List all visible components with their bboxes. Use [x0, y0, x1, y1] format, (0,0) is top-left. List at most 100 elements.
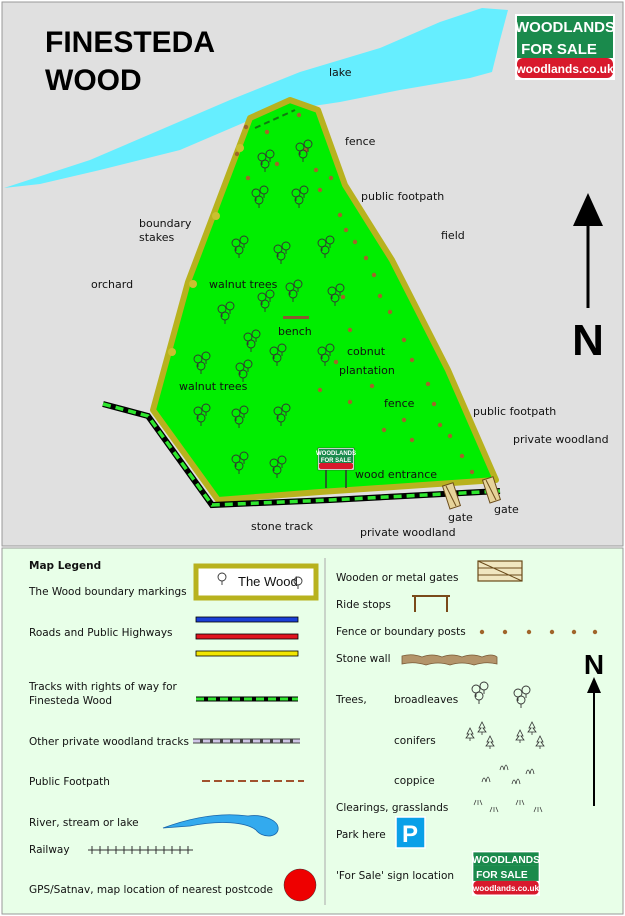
north-arrow-icon — [573, 193, 603, 308]
label-walnut-trees-2: walnut trees — [179, 380, 248, 393]
fence-post-dot — [317, 187, 323, 193]
label-orchard: orchard — [91, 278, 133, 291]
label-bench: bench — [278, 325, 312, 338]
fence-post-dot — [369, 383, 375, 389]
label-gate-2: gate — [494, 503, 519, 516]
fence-post-dot — [340, 294, 346, 300]
fence-post-dot — [371, 272, 377, 278]
railway-line — [88, 846, 193, 854]
parking-letter: P — [402, 821, 418, 848]
label-field: field — [441, 229, 465, 242]
legend-wood-box-text: The Wood — [238, 574, 298, 589]
svg-text:woodlands.co.uk: woodlands.co.uk — [472, 884, 540, 893]
access-track — [102, 401, 501, 509]
svg-text:WOODLANDS: WOODLANDS — [316, 451, 356, 457]
road-lines — [195, 616, 299, 657]
fence-post-dot — [234, 151, 240, 157]
fence-posts — [168, 112, 475, 475]
legend-tracks-line1: Tracks with rights of way for — [28, 681, 178, 693]
for-sale-sign-icon: WOODLANDS FOR SALE — [316, 447, 356, 488]
fence-post-dot — [347, 327, 353, 333]
label-walnut-trees-1: walnut trees — [209, 278, 278, 291]
fence-post-dot — [264, 129, 270, 135]
label-boundary: boundary — [139, 217, 192, 230]
gate-icon — [441, 482, 462, 510]
fence-post-dot — [245, 175, 251, 181]
legend-park: Park here — [336, 829, 386, 841]
svg-text:WOODLANDS: WOODLANDS — [472, 855, 540, 866]
fence-post-dot — [347, 399, 353, 405]
label-plantation: plantation — [339, 364, 395, 377]
legend-heading: Map Legend — [29, 560, 101, 572]
woodlands-logo: WOODLANDS FOR SALE woodlands.co.uk — [515, 14, 615, 80]
inner-track — [254, 109, 296, 129]
label-private-woodland-right: private woodland — [513, 433, 609, 446]
legend-broadleaves: broadleaves — [394, 694, 458, 706]
legend-river: River, stream or lake — [29, 817, 139, 829]
boundary-stake — [168, 348, 176, 356]
stone-wall-icon — [401, 654, 498, 666]
legend-ride-stops: Ride stops — [336, 599, 391, 611]
legend-gates: Wooden or metal gates — [336, 572, 458, 584]
fence-post-dots — [479, 629, 598, 635]
fence-post-dot — [313, 167, 319, 173]
map-title-line1: FINESTEDA — [45, 26, 215, 59]
boundary-stake — [212, 212, 220, 220]
legend-wood-boundary: The Wood boundary markings — [28, 586, 187, 598]
fence-post-dot — [409, 357, 415, 363]
boundary-stake — [236, 144, 244, 152]
fence-post-dot — [571, 629, 577, 635]
postcode-marker-icon — [283, 868, 317, 902]
fence-post-dot — [243, 124, 249, 130]
lake — [4, 8, 508, 188]
legend-trees: Trees, — [335, 694, 367, 706]
logo-url: woodlands.co.uk — [515, 62, 614, 76]
fence-post-dot — [352, 239, 358, 245]
fence-post-dot — [274, 161, 280, 167]
legend-wood-box — [193, 563, 319, 601]
legend-railway: Railway — [29, 844, 70, 856]
fence-post-dot — [343, 227, 349, 233]
label-private-woodland-bottom: private woodland — [360, 526, 456, 539]
fence-post-dot — [425, 381, 431, 387]
legend-fence-posts: Fence or boundary posts — [336, 626, 466, 638]
legend-roads: Roads and Public Highways — [29, 627, 173, 639]
label-fence-mid: fence — [384, 397, 415, 410]
label-cobnut: cobnut — [347, 345, 386, 358]
label-stakes: stakes — [139, 231, 175, 244]
logo-line1: WOODLANDS — [515, 19, 615, 36]
fence-post-dot — [387, 309, 393, 315]
fence-post-dot — [317, 387, 323, 393]
gate-legend-icon — [477, 560, 523, 582]
svg-text:FOR SALE: FOR SALE — [321, 458, 351, 464]
legend-private-tracks: Other private woodland tracks — [29, 736, 189, 748]
gate-icon — [481, 476, 502, 504]
legend-north-arrow-icon — [587, 677, 601, 806]
legend-conifers: conifers — [394, 735, 436, 747]
legend-stone-wall: Stone wall — [336, 653, 391, 665]
boundary-stake — [189, 280, 197, 288]
north-letter: N — [572, 316, 604, 365]
fence-post-dot — [401, 337, 407, 343]
coppice-legend-icon — [481, 764, 535, 785]
ride-stop-icon — [412, 595, 450, 612]
grassland-legend-icon — [473, 799, 543, 813]
label-stone-track: stone track — [251, 520, 314, 533]
wood-area — [150, 97, 499, 503]
label-public-footpath-top: public footpath — [361, 190, 444, 203]
fence-post-dot — [381, 427, 387, 433]
fence-post-dot — [469, 469, 475, 475]
fence-post-dot — [592, 629, 598, 635]
legend-coppice: coppice — [394, 775, 435, 787]
fence-post-dot — [526, 629, 532, 635]
bench-icon — [283, 316, 309, 319]
legend-clearings: Clearings, grasslands — [336, 802, 448, 814]
label-public-footpath-right: public footpath — [473, 405, 556, 418]
fence-post-dot — [549, 629, 555, 635]
fence-post-dot — [409, 437, 415, 443]
legend-gps: GPS/Satnav, map location of nearest post… — [29, 884, 273, 896]
legend-north-letter: N — [584, 649, 604, 680]
label-fence-top: fence — [345, 135, 376, 148]
